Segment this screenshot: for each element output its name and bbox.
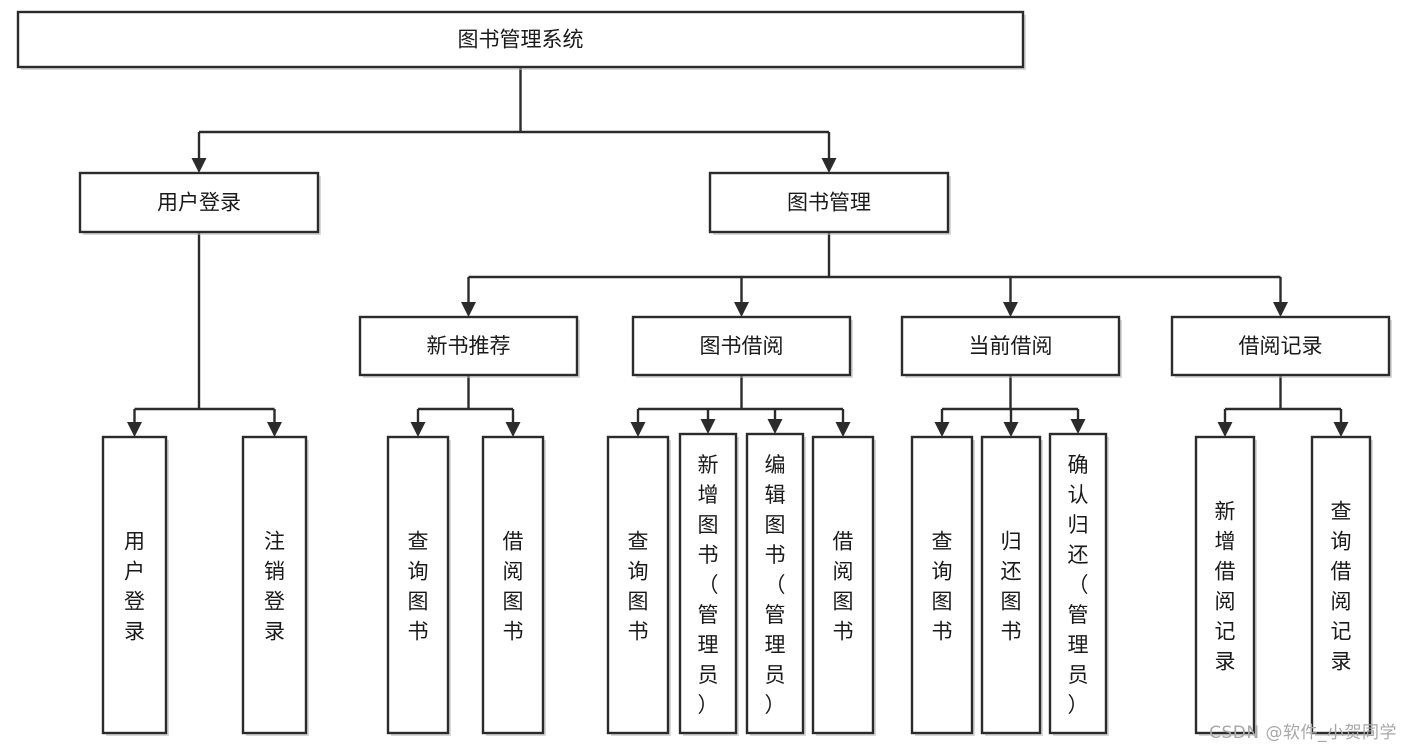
node-leaf-query-book-borrow[interactable]: 查询图书 xyxy=(606,435,671,736)
node-box[interactable] xyxy=(481,435,545,735)
node-leaf-borrow-book[interactable]: 借阅图书 xyxy=(811,435,876,736)
node-borrow-record[interactable]: 借阅记录 xyxy=(1170,315,1392,378)
node-leaf-add-book[interactable]: 新增图书（管理员） xyxy=(678,432,739,736)
node-label: 查询图书 xyxy=(932,529,953,643)
node-leaf-query-book-rec[interactable]: 查询图书 xyxy=(386,435,451,736)
node-label: 当前借阅 xyxy=(969,334,1053,358)
node-box[interactable] xyxy=(980,435,1042,735)
node-box[interactable] xyxy=(358,315,579,377)
node-label: 归还图书 xyxy=(1001,529,1022,643)
node-label: 借阅记录 xyxy=(1239,334,1323,358)
node-leaf-borrow-book-rec[interactable]: 借阅图书 xyxy=(481,435,546,736)
node-leaf-edit-book[interactable]: 编辑图书（管理员） xyxy=(745,432,806,736)
node-root[interactable]: 图书管理系统 xyxy=(16,10,1026,70)
node-box[interactable] xyxy=(241,435,308,735)
node-label: 用户登录 xyxy=(157,191,241,215)
node-book-borrow[interactable]: 图书借阅 xyxy=(631,315,853,378)
connector-group-user-login xyxy=(127,232,282,437)
connector-group-new-book-rec xyxy=(410,375,521,437)
node-box[interactable] xyxy=(811,435,875,735)
node-box[interactable] xyxy=(386,435,450,735)
node-label: 新增图书（管理员） xyxy=(698,453,719,717)
node-box[interactable] xyxy=(16,10,1025,69)
node-label: 编辑图书（管理员） xyxy=(765,453,786,717)
csdn-watermark: CSDN @软件_小贺同学 xyxy=(1209,723,1397,743)
node-box[interactable] xyxy=(900,315,1121,377)
node-leaf-return-book[interactable]: 归还图书 xyxy=(980,435,1043,736)
node-label: 确认归还（管理员） xyxy=(1068,453,1089,717)
node-leaf-add-record[interactable]: 新增借阅记录 xyxy=(1194,435,1257,736)
nodes-layer: 图书管理系统用户登录图书管理新书推荐图书借阅当前借阅借阅记录用户登录注销登录查询… xyxy=(16,10,1392,736)
node-label: 图书借阅 xyxy=(700,334,784,358)
connector-group-borrow-record xyxy=(1217,375,1349,437)
node-box[interactable] xyxy=(1170,315,1391,377)
node-box[interactable] xyxy=(708,171,950,234)
node-box[interactable] xyxy=(1048,432,1108,735)
node-label: 查询图书 xyxy=(408,529,429,643)
node-label: 查询借阅记录 xyxy=(1331,499,1352,673)
node-user-login[interactable]: 用户登录 xyxy=(78,171,321,235)
node-box[interactable] xyxy=(631,315,852,377)
node-label: 新增借阅记录 xyxy=(1215,499,1236,673)
node-label: 用户登录 xyxy=(124,529,145,643)
node-label: 注销登录 xyxy=(264,529,285,643)
node-box[interactable] xyxy=(1194,435,1256,735)
connector-group-book-manage xyxy=(461,232,1288,317)
node-new-book-rec[interactable]: 新书推荐 xyxy=(358,315,580,378)
node-leaf-confirm-return[interactable]: 确认归还（管理员） xyxy=(1048,432,1109,736)
node-leaf-user-logout[interactable]: 注销登录 xyxy=(241,435,309,736)
node-label: 借阅图书 xyxy=(503,529,524,643)
node-box[interactable] xyxy=(78,171,320,234)
node-current-borrow[interactable]: 当前借阅 xyxy=(900,315,1122,378)
node-box[interactable] xyxy=(745,432,805,735)
node-label: 图书管理 xyxy=(787,191,871,215)
node-label: 新书推荐 xyxy=(427,334,511,358)
node-box[interactable] xyxy=(606,435,670,735)
node-box[interactable] xyxy=(1310,435,1372,735)
node-leaf-user-login[interactable]: 用户登录 xyxy=(101,435,169,736)
node-book-manage[interactable]: 图书管理 xyxy=(708,171,951,235)
connector-group-root xyxy=(191,67,837,173)
node-box[interactable] xyxy=(101,435,168,735)
edges-layer xyxy=(127,67,1349,437)
node-box[interactable] xyxy=(910,435,974,735)
node-leaf-query-book-current[interactable]: 查询图书 xyxy=(910,435,975,736)
node-box[interactable] xyxy=(678,432,738,735)
node-label: 查询图书 xyxy=(628,529,649,643)
connector-group-current-borrow xyxy=(934,375,1086,437)
node-label: 图书管理系统 xyxy=(458,28,584,52)
node-label: 借阅图书 xyxy=(833,529,854,643)
node-leaf-query-record[interactable]: 查询借阅记录 xyxy=(1310,435,1373,736)
connector-group-book-borrow xyxy=(630,375,851,437)
